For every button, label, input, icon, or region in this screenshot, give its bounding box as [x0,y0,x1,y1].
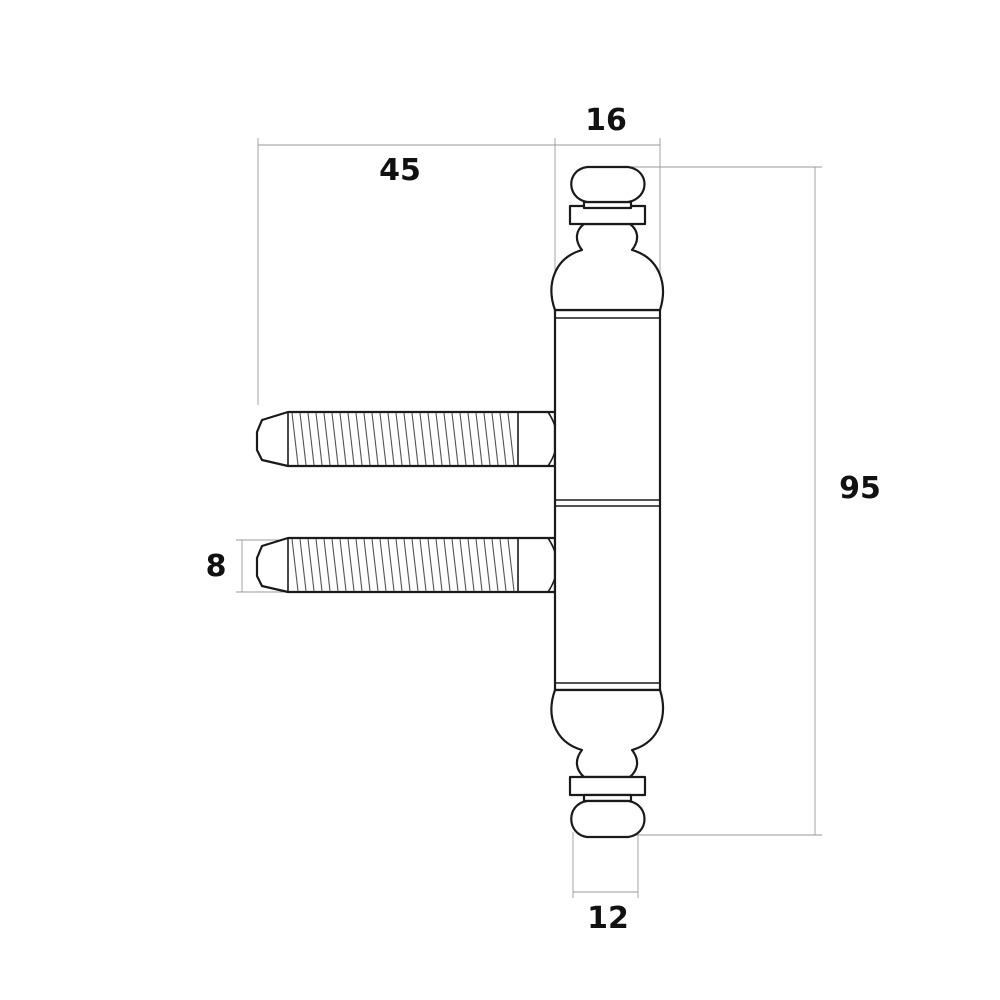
thread-line [451,538,459,592]
dimension-label-45: 45 [379,153,421,188]
thread-line [427,538,435,592]
thread-line [379,538,387,592]
thread-line [347,412,355,466]
thread-line [467,538,475,592]
thread-line [355,412,363,466]
dimension-lines [236,138,822,898]
thread-line [499,412,507,466]
thread-line [435,412,443,466]
bottom-finial [550,688,664,839]
thread-line [339,412,347,466]
thread-line [307,412,315,466]
thread-line [291,538,299,592]
thread-line [371,412,379,466]
thread-line [355,538,363,592]
thread-line [395,412,403,466]
thread-line [331,538,339,592]
dimension-label-12: 12 [587,901,629,936]
thread-line [403,538,411,592]
thread-line [331,412,339,466]
dimension-label-95: 95 [839,471,881,506]
thread-line [491,412,499,466]
thread-line [443,412,451,466]
hinge-barrel [553,308,662,692]
thread-line [291,412,299,466]
thread-line [443,538,451,592]
thread-line [347,538,355,592]
thread-line [491,538,499,592]
thread-line [411,412,419,466]
thread-line [507,412,515,466]
thread-line [459,412,467,466]
thread-line [395,538,403,592]
thread-line [419,538,427,592]
thread-line [299,538,307,592]
thread-line [507,538,515,592]
thread-line [411,538,419,592]
thread-line [363,538,371,592]
thread-line [403,412,411,466]
thread-line [419,412,427,466]
dimension-label-8: 8 [206,549,227,584]
thread-line [499,538,507,592]
thread-line [483,412,491,466]
top-finial [550,165,664,312]
thread-line [387,412,395,466]
thread-line [323,412,331,466]
thread-line [435,538,443,592]
upper-pin-threads [291,412,515,466]
thread-line [371,538,379,592]
thread-line [483,538,491,592]
thread-line [323,538,331,592]
thread-line [475,538,483,592]
thread-line [315,412,323,466]
thread-line [339,538,347,592]
thread-line [307,538,315,592]
thread-line [379,412,387,466]
thread-line [475,412,483,466]
dimension-label-16: 16 [585,103,627,138]
thread-line [363,412,371,466]
thread-line [451,412,459,466]
thread-line [315,538,323,592]
upper-threaded-pin [255,410,558,468]
lower-threaded-pin [255,536,558,594]
thread-line [459,538,467,592]
thread-line [467,412,475,466]
thread-line [427,412,435,466]
thread-line [299,412,307,466]
thread-line [387,538,395,592]
lower-pin-threads [291,538,515,592]
